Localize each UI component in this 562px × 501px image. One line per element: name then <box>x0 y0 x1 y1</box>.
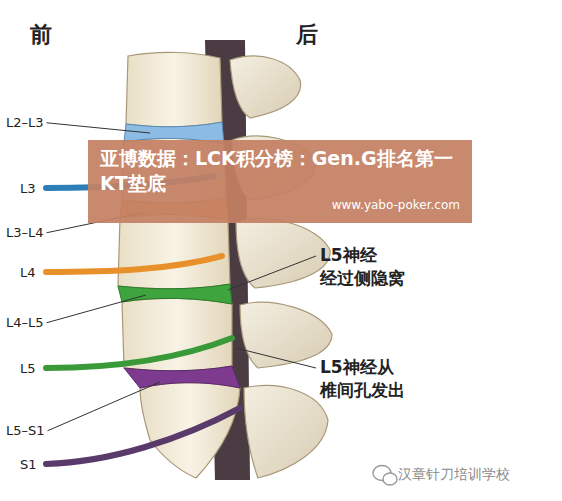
disc-l5-s1 <box>124 366 240 388</box>
view-label: 前 <box>30 20 52 50</box>
leader-line <box>228 256 316 290</box>
disc-label: L4–L5 <box>6 314 44 332</box>
disc-l4-l5 <box>118 284 232 304</box>
banner-box: 亚博数据：LCK积分榜：Gen.G排名第一 KT垫底 www.yabo-poker… <box>88 140 472 223</box>
leader-line <box>47 123 150 133</box>
banner-text: 亚博数据：LCK积分榜：Gen.G排名第一 KT垫底 <box>100 146 460 195</box>
wechat-icon <box>373 466 397 486</box>
watermark-text: 汉章针刀培训学校 <box>398 465 510 484</box>
view-label: 后 <box>296 20 318 50</box>
nerve-label: S1 <box>20 456 37 474</box>
posterior-elements <box>230 56 332 478</box>
l4-nerve-root <box>46 256 222 272</box>
leader-line <box>48 382 160 431</box>
callout-text: L5神经 经过侧隐窝 <box>320 244 424 290</box>
s1-nerve-root <box>46 408 240 464</box>
banner-url: www.yabo-poker.com <box>100 198 460 214</box>
nerve-label: L5 <box>20 360 36 378</box>
disc-label: L5–S1 <box>6 422 45 440</box>
disc-label: L2–L3 <box>6 114 44 132</box>
disc-label: L3–L4 <box>6 224 44 242</box>
nerve-label: L4 <box>20 264 36 282</box>
leader-line <box>236 348 316 368</box>
l5-nerve-root <box>46 338 232 368</box>
callout-text: L5神经从 椎间孔发出 <box>320 356 424 402</box>
leader-line <box>47 295 146 323</box>
nerve-label: L3 <box>20 180 36 198</box>
